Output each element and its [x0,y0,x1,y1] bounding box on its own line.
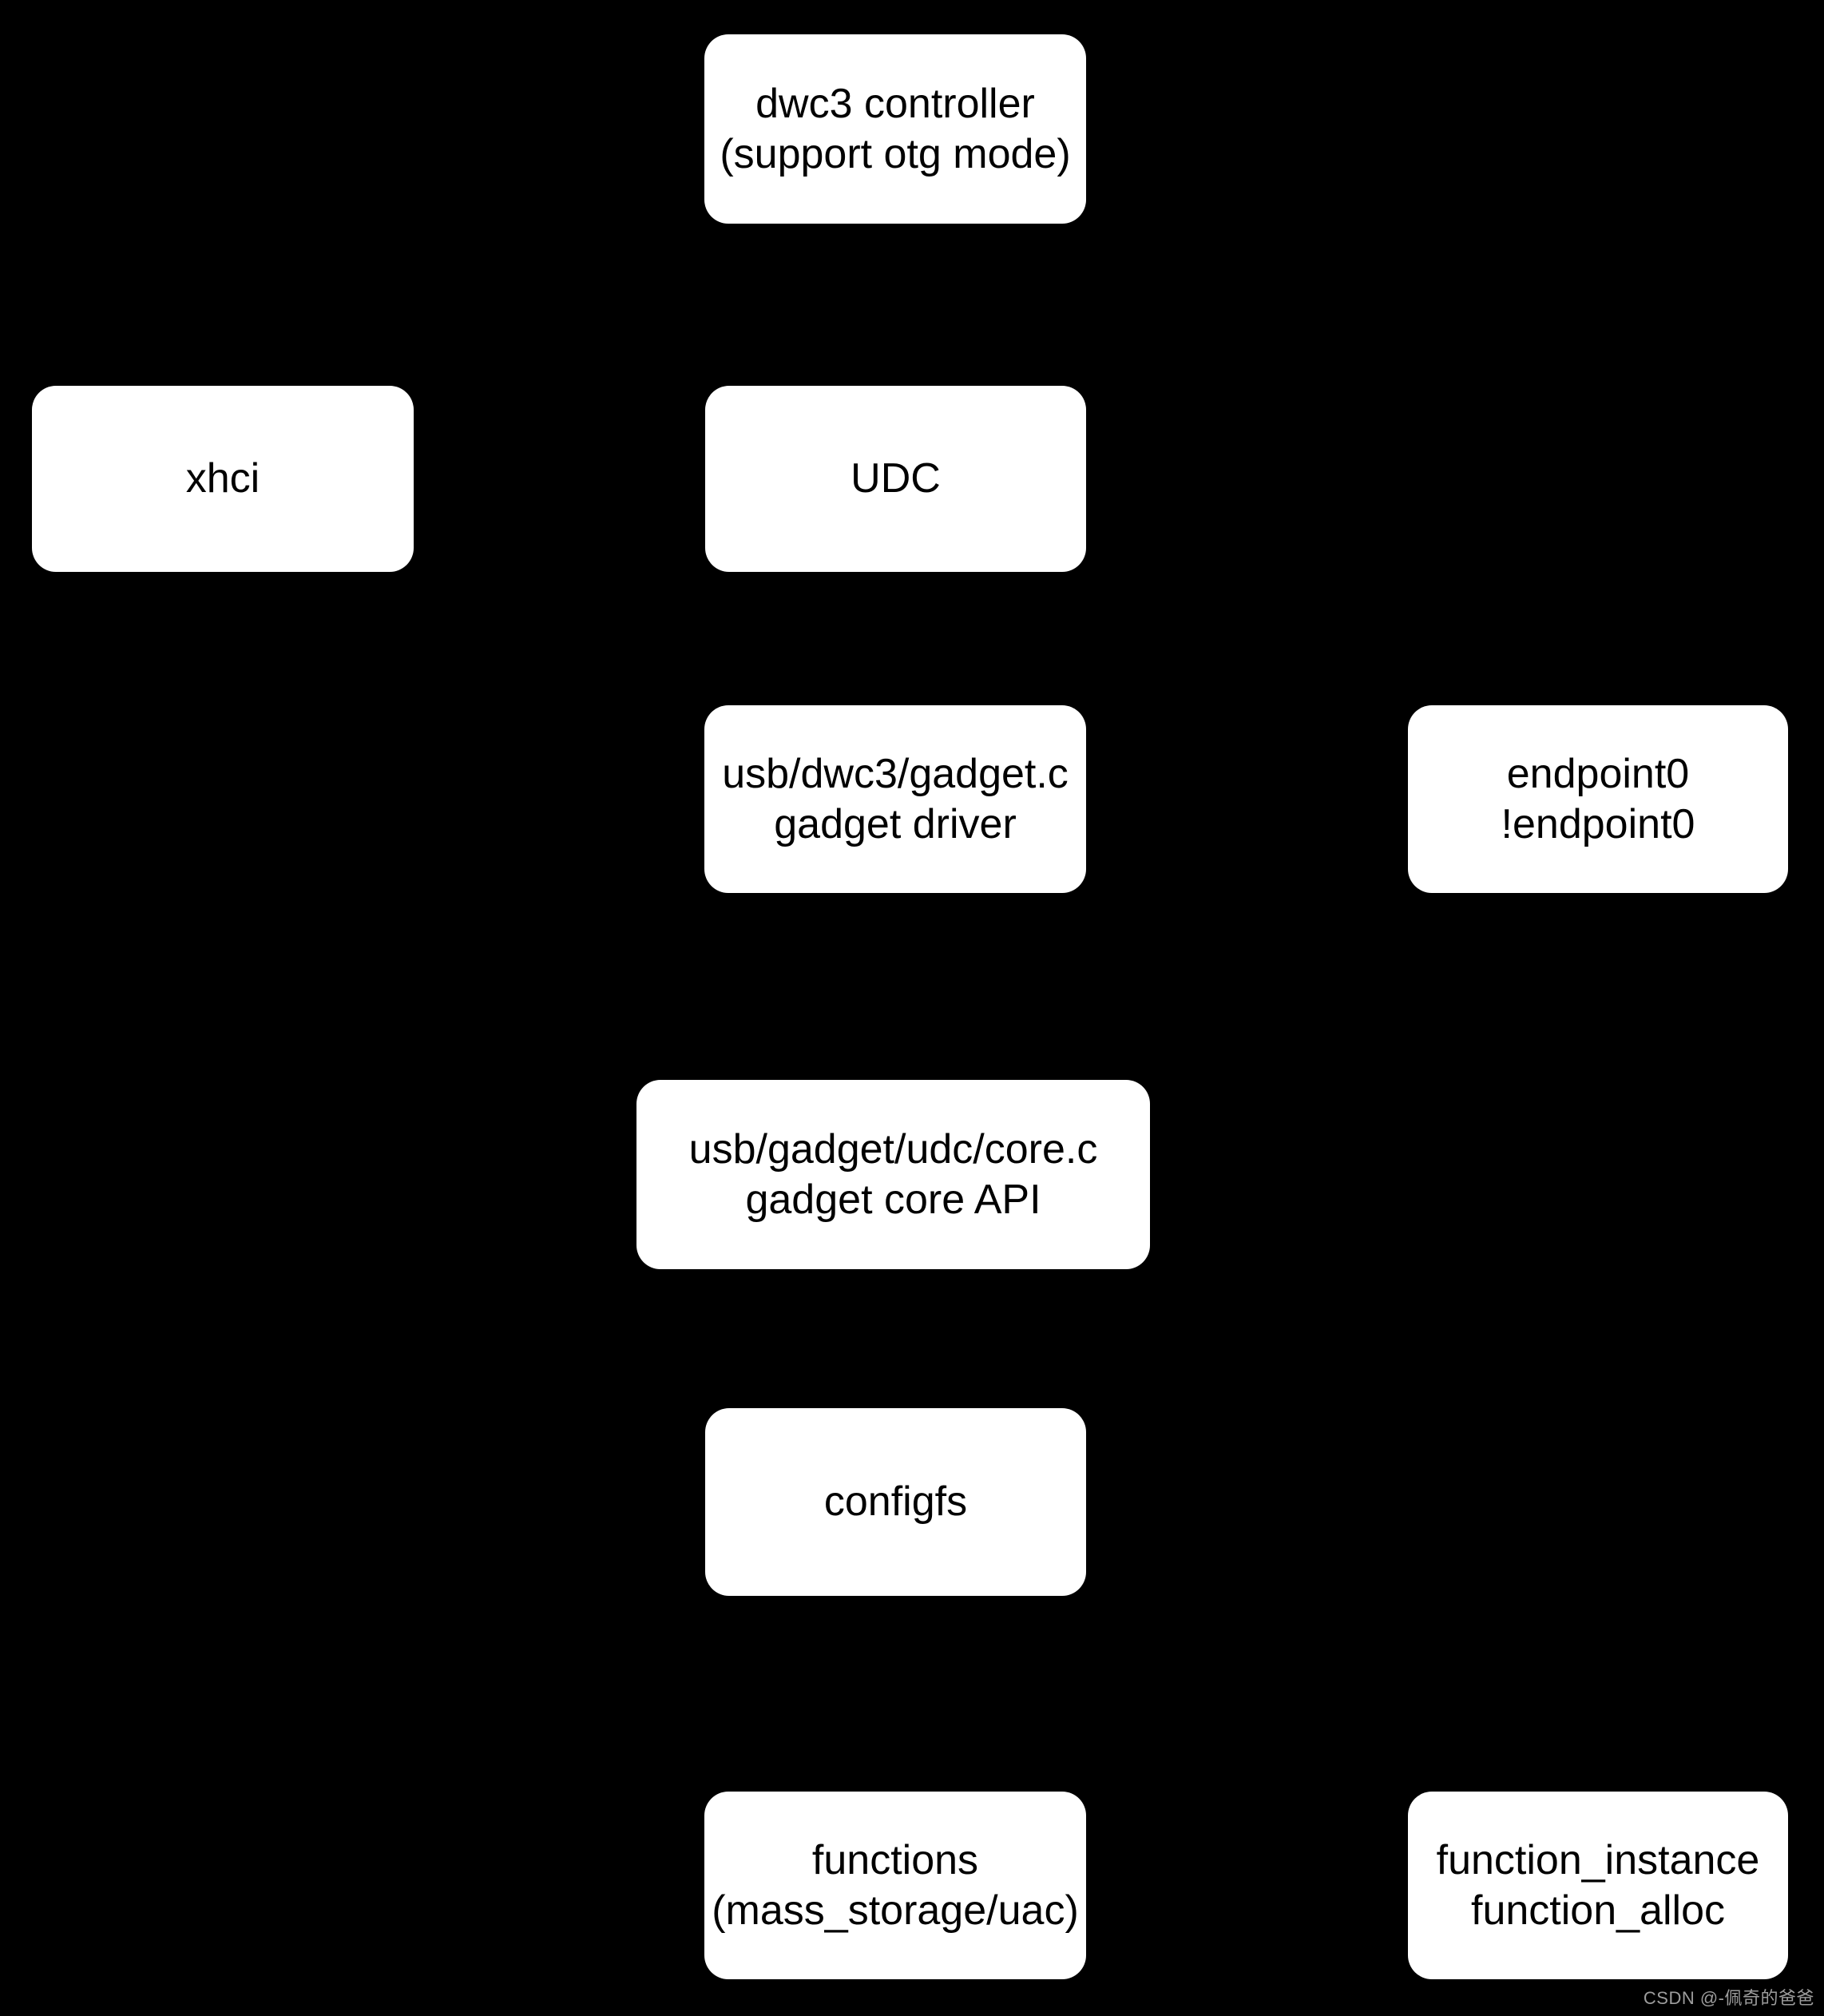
node-label-line: functions [811,1837,979,1884]
node-dwc3-controller: dwc3 controller (support otg mode) [704,34,1086,224]
node-label-line: usb/gadget/udc/core.c [688,1126,1098,1173]
node-label-line: (mass_storage/uac) [712,1887,1079,1934]
node-functions: functions (mass_storage/uac) [704,1792,1086,1979]
node-udc: UDC [705,386,1086,572]
node-label-line: configfs [823,1478,968,1526]
node-label-line: dwc3 controller [755,81,1035,128]
node-gadget-core-api: usb/gadget/udc/core.c gadget core API [636,1080,1150,1269]
node-label-line: usb/dwc3/gadget.c [722,751,1069,798]
node-endpoint0: endpoint0 !endpoint0 [1408,705,1788,893]
node-label-line: endpoint0 [1506,751,1690,798]
node-label-line: function_alloc [1471,1887,1725,1934]
node-label-line: gadget core API [745,1176,1041,1223]
node-label-line: !endpoint0 [1501,800,1695,847]
node-xhci: xhci [32,386,414,572]
node-dwc3-gadget-driver: usb/dwc3/gadget.c gadget driver [704,705,1086,893]
node-configfs: configfs [705,1408,1086,1596]
node-label-line: UDC [851,455,941,502]
node-label-line: (support otg mode) [720,130,1071,177]
csdn-watermark: CSDN @-佩奇的爸爸 [1643,1988,1814,2008]
node-function-instance: function_instance function_alloc [1408,1792,1788,1979]
node-label-line: xhci [185,455,260,502]
node-label-line: gadget driver [774,800,1017,847]
node-label-line: function_instance [1436,1837,1760,1884]
